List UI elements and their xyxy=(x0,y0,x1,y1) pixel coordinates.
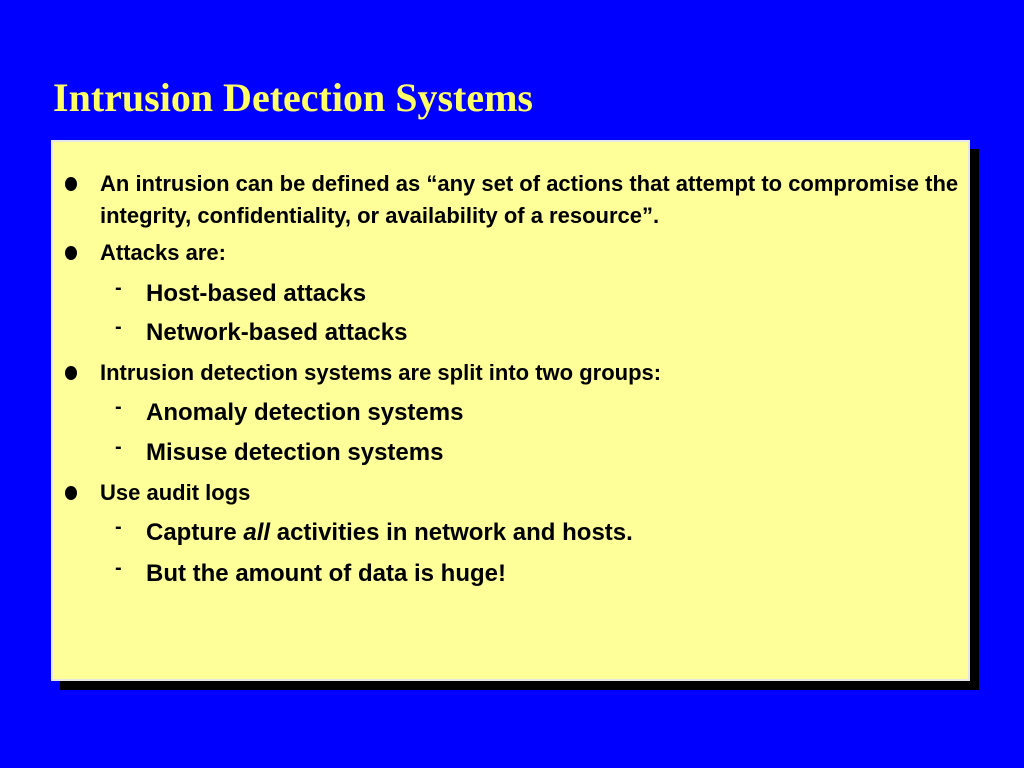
bullet-attacks: Attacks are: xyxy=(53,237,968,269)
bullet-dot-icon xyxy=(65,177,77,191)
bullet-text: Use audit logs xyxy=(100,480,251,505)
bullet-text: Attacks are: xyxy=(100,240,226,265)
slide-title: Intrusion Detection Systems xyxy=(53,75,533,120)
sub-bullet-network-based: - Network-based attacks xyxy=(53,316,968,350)
dash-marker: - xyxy=(115,557,122,579)
bullet-ids-groups: Intrusion detection systems are split in… xyxy=(53,357,968,389)
sub-bullet-text: Anomaly detection systems xyxy=(146,399,464,426)
sub-bullet-text: But the amount of data is huge! xyxy=(146,560,506,587)
bullet-dot-icon xyxy=(65,366,77,380)
bullet-dot-icon xyxy=(65,486,77,500)
sub-bullet-text: Host-based attacks xyxy=(146,280,367,307)
dash-marker: - xyxy=(115,396,122,418)
sub-bullet-text: Capture all activities in network and ho… xyxy=(146,516,633,550)
dash-marker: - xyxy=(115,516,122,538)
sub-bullet-host-based: - Host-based attacks xyxy=(53,277,968,311)
content-box: An intrusion can be defined as “any set … xyxy=(51,140,970,681)
bullet-intrusion-definition: An intrusion can be defined as “any set … xyxy=(53,168,968,232)
dash-marker: - xyxy=(115,436,122,458)
sub-bullet-anomaly: - Anomaly detection systems xyxy=(53,396,968,430)
dash-marker: - xyxy=(115,316,122,338)
sub-bullet-text: Network-based attacks xyxy=(146,319,408,346)
text-after: activities in network and hosts. xyxy=(270,519,633,546)
bullet-dot-icon xyxy=(65,246,77,260)
dash-marker: - xyxy=(115,277,122,299)
bullet-text: Intrusion detection systems are split in… xyxy=(100,360,662,385)
sub-bullet-text: Misuse detection systems xyxy=(146,439,444,466)
text-before: Capture xyxy=(146,519,244,546)
sub-bullet-capture: - Capture all activities in network and … xyxy=(53,516,968,550)
sub-bullet-data-huge: - But the amount of data is huge! xyxy=(53,557,968,591)
sub-bullet-misuse: - Misuse detection systems xyxy=(53,436,968,470)
bullet-audit-logs: Use audit logs xyxy=(53,477,968,509)
emphasis-all: all xyxy=(243,519,271,546)
bullet-text: An intrusion can be defined as “any set … xyxy=(100,171,959,228)
